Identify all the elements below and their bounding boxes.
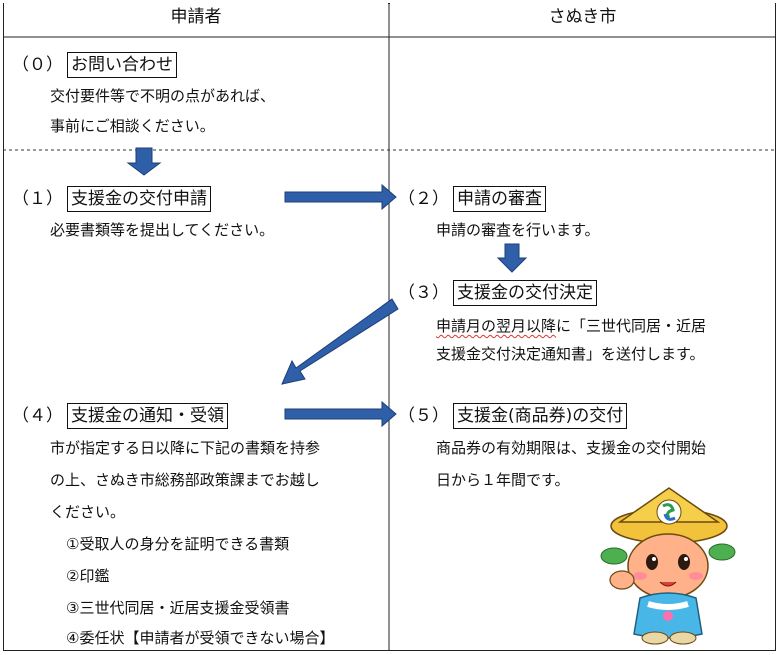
step-4-line-2: の上、さぬき市総務部政策課までお越し xyxy=(50,471,320,489)
step-4-line-3: ください。 xyxy=(50,503,126,521)
step-5-number: （５） xyxy=(398,406,449,426)
step-1-title: 支援金の交付申請 xyxy=(67,186,211,212)
step-5-heading: （５）支援金(商品券)の交付 xyxy=(398,403,628,429)
step-5-title: 支援金(商品券)の交付 xyxy=(453,403,628,429)
header-city: さぬき市 xyxy=(390,0,775,34)
step-1-number: （１） xyxy=(12,189,63,209)
header-applicant: 申請者 xyxy=(4,0,388,34)
step-2-number: （２） xyxy=(398,189,449,209)
step-2-line-1: 申請の審査を行います。 xyxy=(436,221,600,239)
arrow-down-icon xyxy=(496,243,528,273)
step-5-line-1: 商品券の有効期限は、支援金の交付開始 xyxy=(436,439,707,457)
step-0-line-1: 交付要件等で不明の点があれば、 xyxy=(50,87,276,105)
step-4-item-2: ②印鑑 xyxy=(66,567,110,585)
step-3-heading: （３）支援金の交付決定 xyxy=(398,280,597,306)
step-3-number: （３） xyxy=(398,283,449,303)
arrow-down-icon xyxy=(126,147,162,176)
step-5-line-2: 日から１年間です。 xyxy=(436,471,570,489)
step-2-heading: （２）申請の審査 xyxy=(398,186,546,212)
step-3-title: 支援金の交付決定 xyxy=(453,280,597,306)
step-4-number: （４） xyxy=(12,406,63,426)
arrow-right-icon xyxy=(284,183,397,211)
arrow-diagonal-icon xyxy=(281,298,399,385)
step-0-line-2: 事前にご相談ください。 xyxy=(50,117,215,135)
step-0-heading: （０）お問い合わせ xyxy=(12,52,177,78)
step-4-item-4: ④委任状【申請者が受領できない場合】 xyxy=(66,629,335,647)
step-4-line-1: 市が指定する日以降に下記の書類を持参 xyxy=(50,439,321,457)
step-4-item-1: ①受取人の身分を証明できる書類 xyxy=(66,535,290,553)
step-4-item-3: ③三世代同居・近居支援金受領書 xyxy=(66,599,290,617)
step-1-heading: （１）支援金の交付申請 xyxy=(12,186,211,212)
arrow-right-icon xyxy=(284,400,397,428)
step-3-line-2: 支援金交付決定通知書」を送付します。 xyxy=(436,345,705,363)
step-4-heading: （４）支援金の通知・受領 xyxy=(12,403,228,429)
step-3-underlined-text: 申請月の翌月以降 xyxy=(436,317,557,335)
step-1-line-1: 必要書類等を提出してください。 xyxy=(50,221,275,239)
step-4-title: 支援金の通知・受領 xyxy=(67,403,228,429)
step-0-number: （０） xyxy=(12,55,63,75)
step-2-title: 申請の審査 xyxy=(453,186,546,212)
step-0-title: お問い合わせ xyxy=(67,52,177,78)
step-3-line-1-rest: に「三世代同居・近居 xyxy=(556,317,707,335)
step-3-line-1: 申請月の翌月以降に「三世代同居・近居 xyxy=(436,316,706,336)
